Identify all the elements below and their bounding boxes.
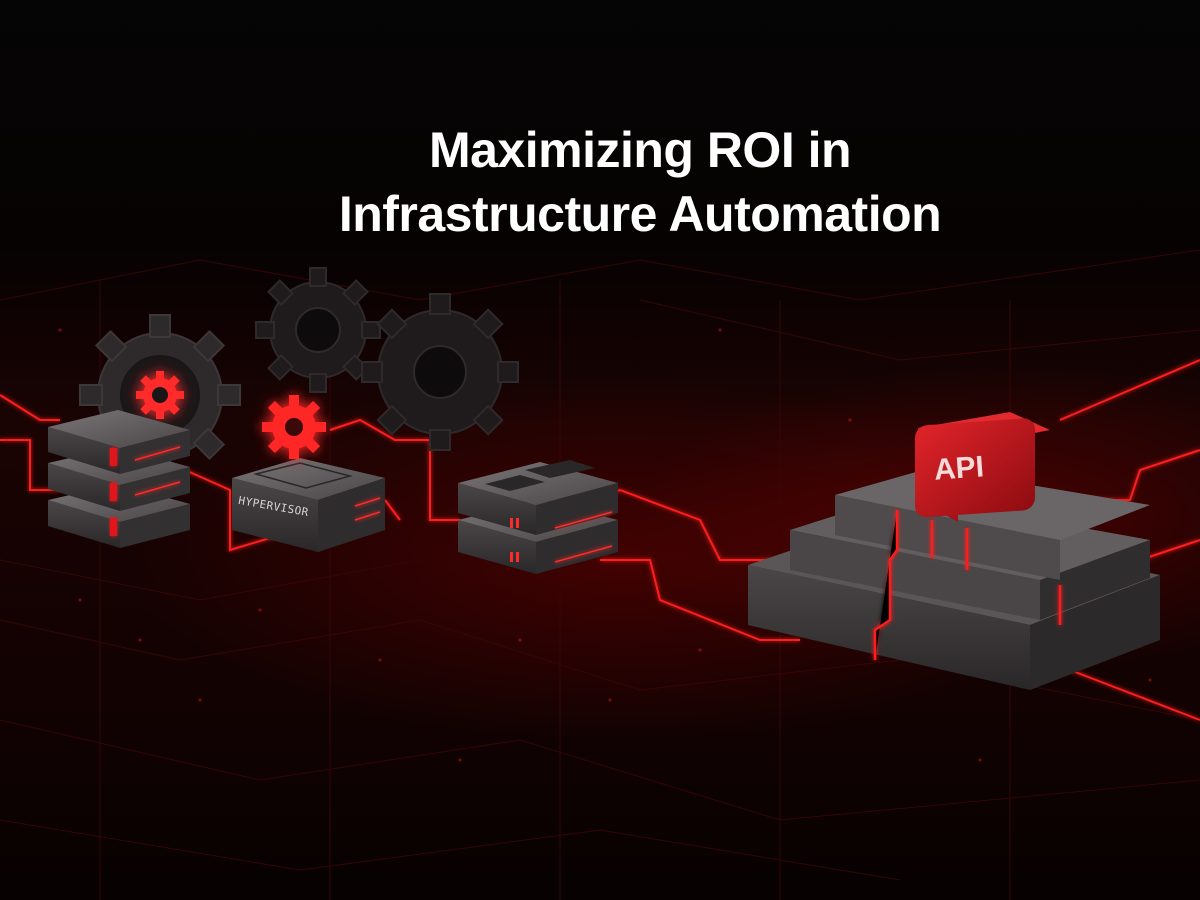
circuit-dots xyxy=(58,328,1152,762)
gear-icon-background xyxy=(255,267,519,451)
server-stack-icon xyxy=(48,410,190,548)
hypervisor-box-icon xyxy=(232,395,385,552)
title-line-2: Infrastructure Automation xyxy=(338,186,942,242)
storage-server-icon xyxy=(458,460,618,574)
api-platform-icon xyxy=(748,412,1160,690)
api-label: API xyxy=(932,450,986,487)
title-line-1: Maximizing ROI in xyxy=(428,122,852,178)
faint-circuit-grid xyxy=(0,249,1200,900)
page-title: Maximizing ROI in Infrastructure Automat… xyxy=(0,118,1200,246)
